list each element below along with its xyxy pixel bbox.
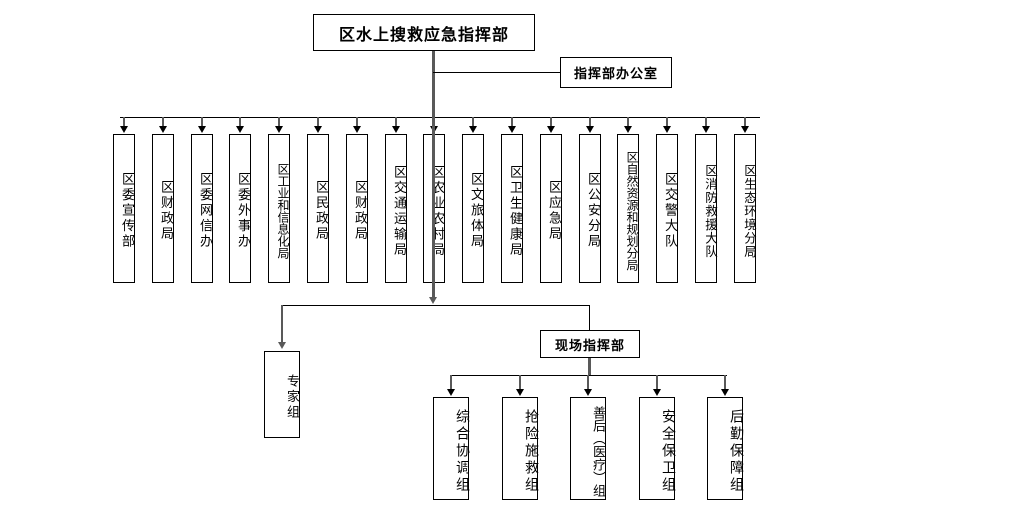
node-member-unit-14: 区自然资源和规划分局 (617, 134, 639, 283)
arrow-member-unit-6 (314, 126, 322, 133)
node-member-unit-2: 区财政局 (152, 134, 174, 283)
connector-member-unit-16 (705, 117, 707, 127)
connector-to-onsite-command (589, 305, 590, 331)
connector-work-group-5 (724, 375, 726, 390)
node-member-unit-10: 区文旅体局 (462, 134, 484, 283)
arrow-member-unit-8 (392, 126, 400, 133)
arrow-member-unit-16 (702, 126, 710, 133)
connector-to-office (433, 72, 561, 73)
node-member-unit-4: 区委外事办 (229, 134, 251, 283)
arrow-member-unit-7 (353, 126, 361, 133)
node-member-unit-1: 区委宣传部 (113, 134, 135, 283)
arrow-work-group-3 (584, 389, 592, 396)
node-command-office: 指挥部办公室 (560, 57, 672, 88)
trunk-arrow-mid (429, 297, 437, 304)
arrow-member-unit-15 (663, 126, 671, 133)
node-member-unit-3: 区委网信办 (191, 134, 213, 283)
connector-member-unit-6 (317, 117, 319, 127)
connector-member-unit-13 (589, 117, 591, 127)
arrow-member-unit-2 (159, 126, 167, 133)
arrow-member-unit-3 (198, 126, 206, 133)
bus-line-mid (283, 305, 590, 306)
node-member-unit-13: 区公安分局 (579, 134, 601, 283)
connector-to-expert-group (281, 305, 283, 343)
trunk-line-onsite (588, 358, 591, 376)
arrow-member-unit-5 (275, 126, 283, 133)
arrow-work-group-5 (721, 389, 729, 396)
node-member-unit-6: 区民政局 (307, 134, 329, 283)
connector-member-unit-11 (511, 117, 513, 127)
node-member-unit-16: 区消防救援大队 (695, 134, 717, 283)
connector-work-group-4 (656, 375, 658, 390)
connector-member-unit-7 (356, 117, 358, 127)
trunk-line-main-lower (432, 117, 435, 298)
connector-member-unit-1 (123, 117, 125, 127)
connector-member-unit-10 (472, 117, 474, 127)
node-expert-group: 专家组 (264, 351, 300, 438)
node-work-group-1: 综合协调组 (433, 397, 469, 500)
connector-member-unit-2 (162, 117, 164, 127)
connector-work-group-2 (519, 375, 521, 390)
arrow-member-unit-10 (469, 126, 477, 133)
node-work-group-3: 善后（医疗）组 (570, 397, 606, 500)
node-member-unit-12: 区应急局 (540, 134, 562, 283)
connector-member-unit-4 (239, 117, 241, 127)
node-onsite-command: 现场指挥部 (540, 330, 640, 358)
connector-member-unit-15 (666, 117, 668, 127)
node-member-unit-8: 区交通运输局 (385, 134, 407, 283)
arrow-member-unit-4 (236, 126, 244, 133)
arrow-member-unit-17 (741, 126, 749, 133)
bus-line-member-units (120, 117, 760, 118)
trunk-line-main-upper (432, 51, 435, 118)
connector-work-group-3 (587, 375, 589, 390)
node-member-unit-5: 区工业和信息化局 (268, 134, 290, 283)
arrow-work-group-1 (447, 389, 455, 396)
node-top-command: 区水上搜救应急指挥部 (313, 14, 535, 51)
node-work-group-2: 抢险施救组 (502, 397, 538, 500)
connector-member-unit-5 (278, 117, 280, 127)
arrow-member-unit-14 (624, 126, 632, 133)
node-member-unit-7: 区财政局 (346, 134, 368, 283)
connector-member-unit-8 (395, 117, 397, 127)
node-work-group-5: 后勤保障组 (707, 397, 743, 500)
node-work-group-4: 安全保卫组 (639, 397, 675, 500)
arrow-member-unit-13 (586, 126, 594, 133)
connector-member-unit-17 (744, 117, 746, 127)
arrow-work-group-2 (516, 389, 524, 396)
arrow-member-unit-12 (547, 126, 555, 133)
arrow-member-unit-1 (120, 126, 128, 133)
arrow-member-unit-11 (508, 126, 516, 133)
node-member-unit-17: 区生态环境分局 (734, 134, 756, 283)
node-member-unit-11: 区卫生健康局 (501, 134, 523, 283)
connector-work-group-1 (450, 375, 452, 390)
connector-member-unit-3 (201, 117, 203, 127)
arrow-work-group-4 (653, 389, 661, 396)
connector-member-unit-14 (627, 117, 629, 127)
connector-member-unit-12 (550, 117, 552, 127)
arrow-expert-group (278, 342, 286, 349)
node-member-unit-15: 区交警大队 (656, 134, 678, 283)
